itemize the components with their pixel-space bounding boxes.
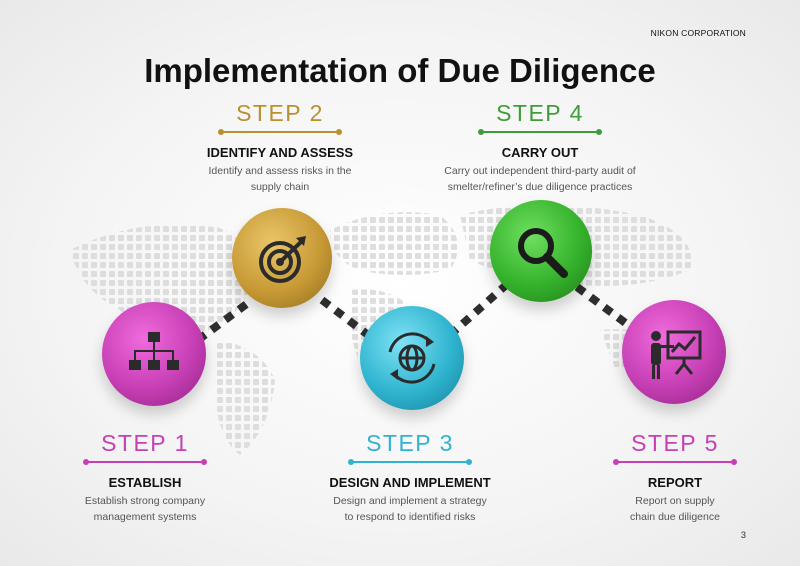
step-3-block: STEP 3 DESIGN AND IMPLEMENT Design and i… [300, 430, 520, 525]
step-5-desc-line2: chain due diligence [630, 511, 720, 523]
step-4-heading: CARRY OUT [501, 145, 579, 160]
step-2-label: STEP 2 [236, 100, 324, 126]
step-4-desc-line1: Carry out independent third-party audit … [444, 165, 636, 177]
step-3-ball [360, 306, 464, 410]
step-5-underline [613, 459, 737, 465]
org-chart-icon [129, 332, 179, 370]
step-4-desc-line2: smelter/refiner’s due diligence practice… [447, 181, 633, 193]
page-number: 3 [740, 530, 746, 541]
step-5-block: STEP 5 REPORT Report on supply chain due… [600, 430, 750, 525]
step-2-heading: IDENTIFY AND ASSESS [206, 145, 354, 160]
step-2-block: STEP 2 IDENTIFY AND ASSESS Identify and … [160, 100, 400, 195]
page-title: Implementation of Due Diligence [144, 52, 656, 89]
step-5-label: STEP 5 [631, 430, 719, 456]
step-2-ball [232, 208, 332, 308]
step-2-underline [218, 129, 342, 135]
step-2-desc-line1: Identify and assess risks in the [208, 165, 352, 177]
step-3-desc-line2: to respond to identified risks [344, 511, 476, 523]
company-name: NIKON CORPORATION [650, 28, 746, 38]
step-3-heading: DESIGN AND IMPLEMENT [329, 475, 491, 490]
step-4-underline [478, 129, 602, 135]
step-1-desc-line2: management systems [93, 511, 197, 523]
step-5-desc-line1: Report on supply [635, 495, 715, 507]
step-1-underline [83, 459, 207, 465]
presentation-icon [651, 330, 702, 379]
step-4-block: STEP 4 CARRY OUT Carry out independent t… [410, 100, 670, 195]
step-5-heading: REPORT [647, 475, 703, 490]
globe-cycle-icon [388, 332, 436, 384]
step-3-label: STEP 3 [366, 430, 454, 456]
step-1-ball [102, 302, 206, 406]
step-1-heading: ESTABLISH [108, 475, 182, 490]
step-1-desc-line1: Establish strong company [84, 495, 206, 507]
step-1-block: STEP 1 ESTABLISH Establish strong compan… [55, 430, 235, 525]
step-2-desc-line2: supply chain [250, 181, 310, 193]
step-1-label: STEP 1 [101, 430, 189, 456]
step-3-desc-line1: Design and implement a strategy [333, 495, 487, 507]
step-3-underline [348, 459, 472, 465]
target-icon [259, 236, 306, 283]
step-4-label: STEP 4 [496, 100, 584, 126]
step-4-ball [490, 200, 592, 302]
step-5-ball [622, 300, 726, 404]
magnifier-icon [518, 228, 568, 278]
